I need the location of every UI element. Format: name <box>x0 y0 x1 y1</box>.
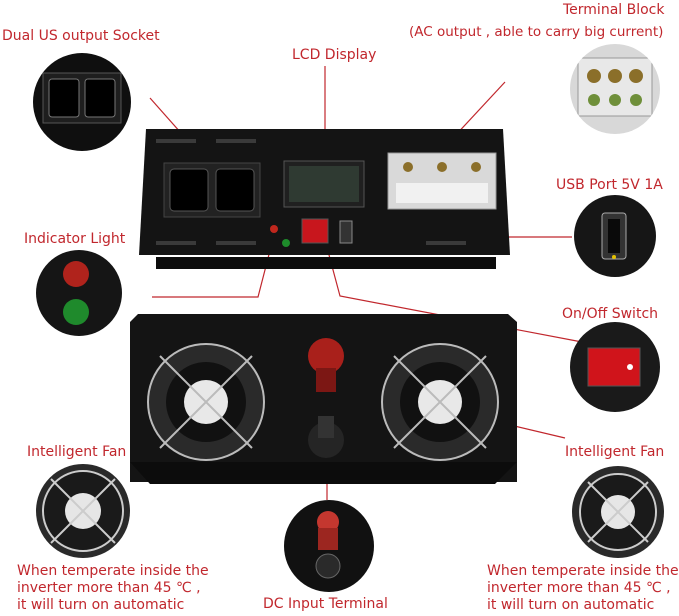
indicator-detail-image <box>63 261 89 325</box>
fan-note-left-3: it will turn on automatic <box>17 597 185 613</box>
label-dc-input: DC Input Terminal <box>263 596 388 612</box>
zoom-indicator-circle <box>36 250 122 336</box>
label-fan-left: Intelligent Fan <box>27 444 127 460</box>
fan-note-left-2: inverter more than 45 ℃ , <box>17 580 201 596</box>
zoom-fan-left-circle <box>36 464 130 558</box>
label-indicator: Indicator Light <box>24 231 126 247</box>
label-us-socket: Dual US output Socket <box>2 28 160 44</box>
usb-detail-image <box>601 212 627 260</box>
fan-note-right-1: When temperate inside the <box>487 563 679 579</box>
zoom-socket-circle <box>33 53 131 151</box>
fan-right-detail-image <box>579 473 657 551</box>
label-usb: USB Port 5V 1A <box>556 177 663 193</box>
zoom-switch-circle <box>570 322 660 412</box>
inverter-front-panel <box>139 129 510 269</box>
switch-detail-image <box>587 347 641 387</box>
inverter-rear-panel <box>130 314 517 484</box>
fan-note-right-3: it will turn on automatic <box>487 597 655 613</box>
terminal-detail-image <box>577 57 653 117</box>
zoom-fan-right-circle <box>572 466 664 558</box>
label-lcd: LCD Display <box>292 47 377 63</box>
label-switch: On/Off Switch <box>562 306 659 322</box>
zoom-terminal-circle <box>570 44 660 134</box>
label-terminal-block: Terminal Block <box>563 2 665 18</box>
fan-left-detail-image <box>42 470 124 552</box>
zoom-usb-circle <box>574 195 656 277</box>
socket-detail-image <box>42 72 122 124</box>
dc-detail-image <box>315 511 341 579</box>
label-fan-right: Intelligent Fan <box>565 444 665 460</box>
label-terminal-note: (AC output , able to carry big current) <box>409 24 664 40</box>
fan-note-right-2: inverter more than 45 ℃ , <box>487 580 671 596</box>
zoom-dc-circle <box>284 500 374 592</box>
fan-note-left-1: When temperate inside the <box>17 563 209 579</box>
